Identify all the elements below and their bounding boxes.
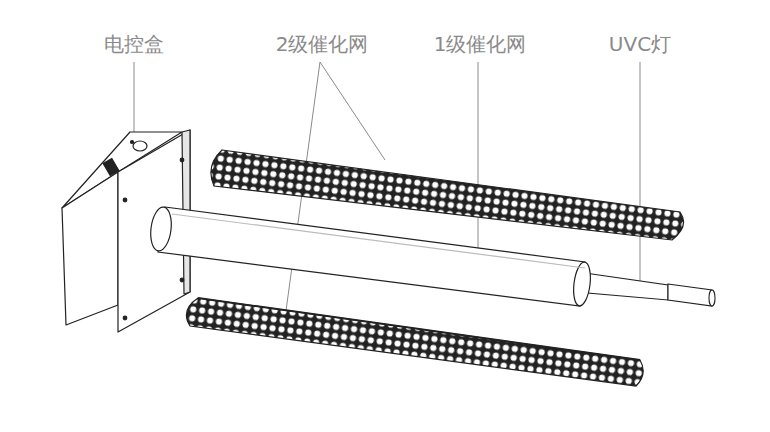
lower-catalyst-mesh [186, 298, 643, 386]
uvc-lamp [576, 272, 715, 306]
catalyst-tube [148, 206, 592, 307]
control-box [62, 130, 190, 332]
part-label: UVC灯 [609, 32, 671, 56]
part-label: 2级催化网 [276, 32, 369, 56]
part-label: 电控盒 [104, 32, 164, 56]
part-label: 1级催化网 [434, 32, 527, 56]
